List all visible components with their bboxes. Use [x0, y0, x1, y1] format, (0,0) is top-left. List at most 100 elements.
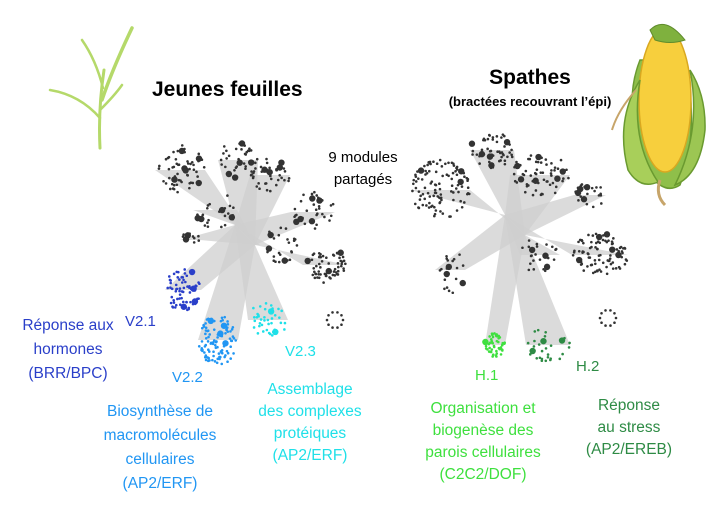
network-node [220, 163, 223, 166]
network-node [204, 322, 207, 325]
network-node [178, 287, 182, 290]
network-node [606, 259, 610, 262]
network-node [506, 155, 509, 159]
network-node [179, 303, 182, 307]
network-node [426, 191, 430, 195]
network-node [413, 202, 417, 206]
network-node [192, 163, 195, 167]
network-node [204, 326, 208, 330]
network-node [188, 268, 196, 276]
desc-line: Réponse [597, 397, 661, 414]
network-node [510, 148, 513, 152]
network-node [278, 316, 281, 319]
network-node [580, 262, 584, 266]
network-node [322, 281, 325, 284]
network-node [577, 240, 580, 244]
network-node [451, 171, 455, 175]
network-node [478, 154, 481, 158]
network-node [491, 138, 495, 141]
network-node [235, 165, 239, 168]
network-node [190, 160, 194, 164]
network-node [182, 167, 189, 174]
network-node [412, 182, 415, 186]
network-node [226, 351, 230, 355]
network-node [315, 264, 318, 268]
network-node [527, 268, 531, 272]
desc-line: (C2C2/DOF) [439, 466, 527, 483]
network-node [462, 171, 466, 175]
network-node [524, 169, 528, 173]
network-node [181, 305, 184, 309]
network-node [539, 171, 543, 174]
network-node [508, 143, 511, 146]
network-node [188, 232, 191, 235]
network-node [553, 191, 557, 195]
network-node [492, 345, 496, 349]
network-node [323, 215, 326, 219]
network-node [466, 192, 470, 195]
ring-node [327, 314, 330, 317]
network-node [426, 163, 429, 167]
network-node [204, 332, 207, 336]
network-node [258, 187, 261, 190]
network-node [421, 203, 425, 207]
network-node [540, 337, 547, 345]
network-node [595, 269, 599, 272]
network-node [428, 201, 431, 205]
network-node [491, 332, 494, 336]
network-node [438, 269, 442, 272]
desc-line: biogenèse des [432, 422, 534, 439]
network-node [490, 153, 494, 156]
network-node [209, 342, 213, 345]
network-node [268, 166, 271, 170]
network-node [340, 264, 343, 268]
network-node [183, 268, 186, 271]
network-node [225, 149, 228, 153]
network-node [263, 315, 266, 319]
network-node [432, 160, 435, 164]
network-node [443, 278, 447, 281]
network-node [499, 353, 503, 356]
network-node [320, 199, 324, 202]
network-node [559, 168, 566, 175]
network-node [445, 286, 449, 289]
network-node [265, 157, 268, 161]
network-node [483, 138, 487, 142]
network-node [181, 290, 185, 294]
network-node [264, 302, 268, 305]
network-node [225, 157, 228, 160]
network-node [414, 180, 418, 183]
network-node [450, 177, 454, 181]
module-desc-v2-2: Biosynthèse de macromolécules cellulaire… [90, 400, 230, 496]
network-node [234, 147, 238, 151]
network-node [271, 307, 274, 310]
network-node [183, 147, 186, 151]
network-node [264, 182, 267, 185]
network-node [167, 275, 171, 278]
network-node [167, 176, 171, 180]
network-node [445, 173, 449, 177]
desc-line: macromolécules [103, 427, 217, 444]
network-node [528, 157, 532, 161]
network-node [267, 308, 275, 315]
network-node [273, 328, 276, 332]
network-node [341, 255, 345, 259]
desc-line: (AP2/ERF) [122, 475, 198, 492]
network-node [559, 158, 563, 162]
network-node [170, 287, 174, 291]
network-node [176, 172, 179, 176]
network-node [188, 291, 192, 294]
network-node [220, 362, 224, 366]
network-node [618, 254, 622, 257]
network-node [533, 330, 537, 333]
network-node [434, 170, 438, 174]
network-node [549, 172, 553, 175]
network-node [438, 187, 442, 191]
network-node [497, 336, 500, 340]
network-node [182, 236, 190, 243]
network-node [536, 181, 540, 185]
network-node [440, 165, 444, 168]
desc-line: Organisation et [430, 400, 536, 417]
network-node [189, 286, 193, 290]
